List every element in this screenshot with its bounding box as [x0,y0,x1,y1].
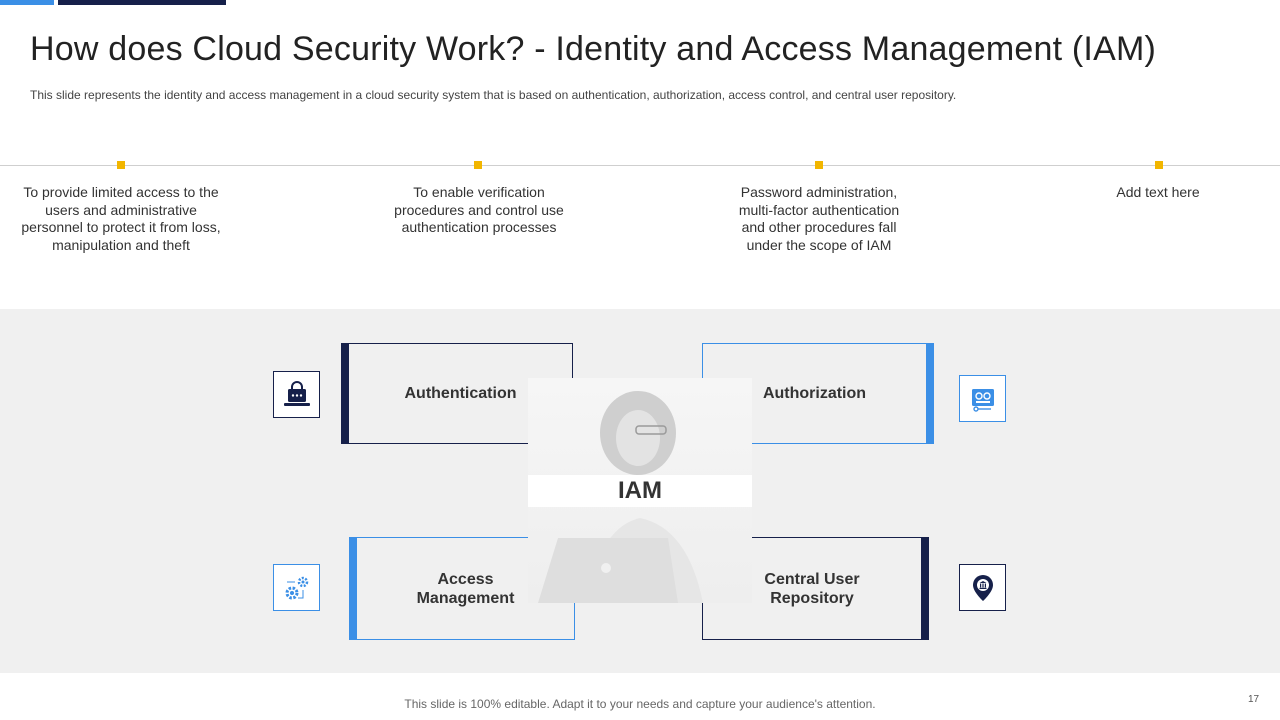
gear-network-icon [285,576,308,599]
iam-center-label: IAM [528,475,752,507]
timeline-marker-2 [474,161,482,169]
timeline-text-1: To provide limited access to the users a… [21,184,221,253]
timeline-marker-4 [1155,161,1163,169]
authentication-icon-box [273,371,320,418]
authorization-icon-box [959,375,1006,422]
central-user-repository-line-1: Central User [764,570,860,588]
slide-title: How does Cloud Security Work? - Identity… [30,30,1157,68]
timeline-line [0,165,1280,166]
page-number: 17 [1248,694,1260,705]
access-management-line-2: Management [416,589,515,607]
top-accent-bar-blue [0,0,54,5]
central-user-repository-icon-box [959,564,1006,611]
top-accent-bar-navy [58,0,226,5]
authentication-label: Authentication [404,385,517,402]
central-user-repository-label: Central User Repository [703,570,921,608]
laptop-lock-icon [283,380,310,406]
timeline-text-2: To enable verification procedures and co… [394,184,564,235]
slide-subtitle: This slide represents the identity and a… [30,88,957,102]
timeline-text-3: Password administration, multi-factor au… [738,184,900,253]
access-management-icon-box [273,564,320,611]
central-user-repository-line-2: Repository [770,589,854,607]
slide-footer: This slide is 100% editable. Adapt it to… [404,697,876,711]
authorization-label: Authorization [762,385,867,402]
browser-key-icon [971,388,994,412]
access-management-label: Access Management [357,570,574,608]
timeline-marker-3 [815,161,823,169]
access-management-line-1: Access [437,570,494,588]
timeline-marker-1 [117,161,125,169]
iam-photo: IAM [528,378,752,603]
location-pin-bank-icon [972,574,993,601]
timeline-text-4: Add text here [1116,184,1200,200]
person-with-laptop-image [538,391,703,603]
